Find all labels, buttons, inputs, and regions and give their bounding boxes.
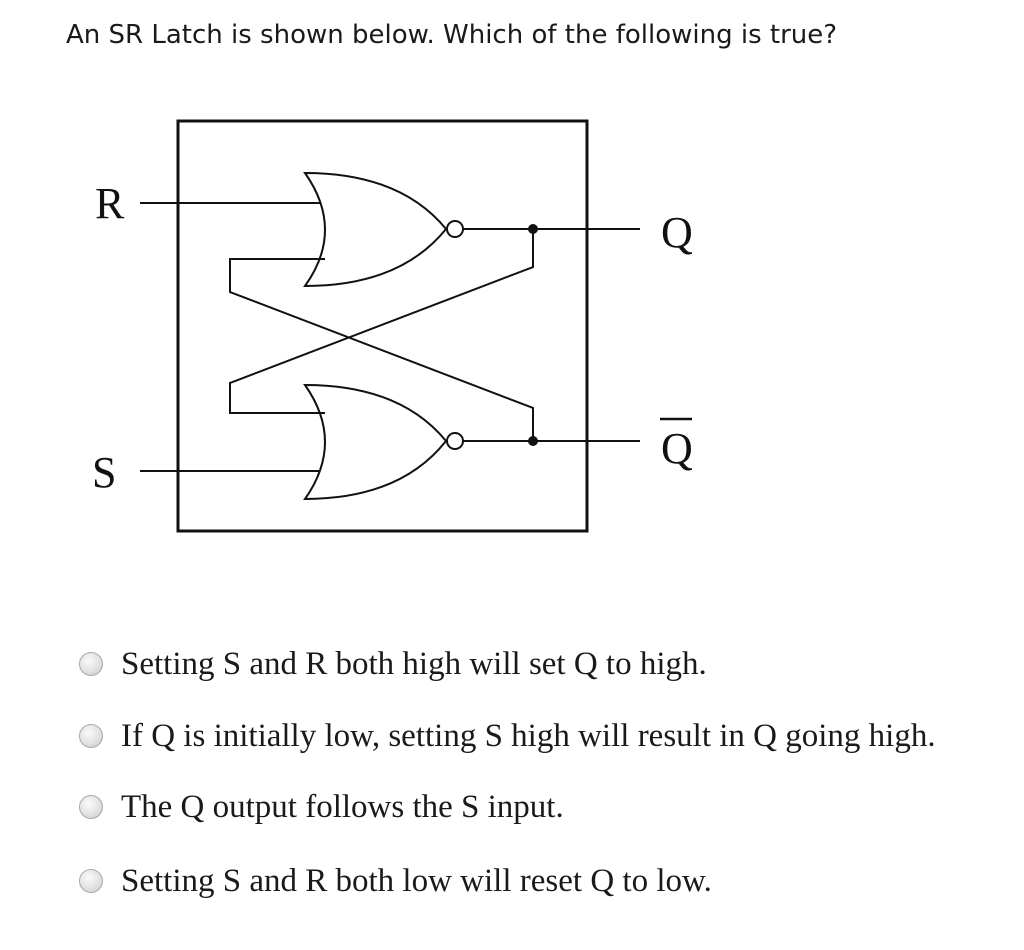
radio-button-2[interactable] <box>79 724 103 748</box>
nor-gate-top <box>303 171 448 288</box>
question-text: An SR Latch is shown below. Which of the… <box>66 20 838 50</box>
latch-enclosure <box>176 119 589 533</box>
answer-choice-2[interactable]: If Q is initially low, setting S high wi… <box>79 716 936 756</box>
feedback-wire-qbar <box>229 258 534 441</box>
radio-button-4[interactable] <box>79 869 103 893</box>
radio-button-1[interactable] <box>79 652 103 676</box>
answer-choice-1[interactable]: Setting S and R both high will set Q to … <box>79 644 707 684</box>
sr-latch-diagram: R S Q Q <box>92 119 693 533</box>
choice-label-1: Setting S and R both high will set Q to … <box>121 645 707 682</box>
label-q: Q <box>661 208 693 257</box>
nor-bubble-top <box>446 220 464 238</box>
choice-label-2: If Q is initially low, setting S high wi… <box>121 717 936 754</box>
feedback-wire-q <box>229 229 534 414</box>
answer-choice-4[interactable]: Setting S and R both low will reset Q to… <box>79 861 712 901</box>
label-r: R <box>95 179 125 228</box>
nor-bubble-bottom <box>446 432 464 450</box>
label-qbar: Q <box>661 424 693 473</box>
label-s: S <box>92 448 116 497</box>
nor-gate-bottom <box>303 383 448 501</box>
choice-label-3: The Q output follows the S input. <box>121 788 564 825</box>
choice-label-4: Setting S and R both low will reset Q to… <box>121 862 712 899</box>
answer-choice-3[interactable]: The Q output follows the S input. <box>79 787 564 827</box>
radio-button-3[interactable] <box>79 795 103 819</box>
